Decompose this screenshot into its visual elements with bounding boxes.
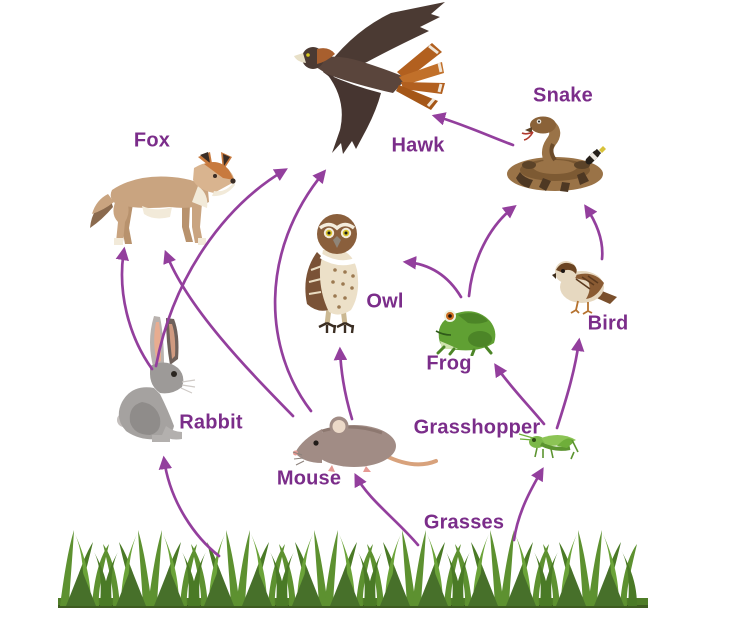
owl-beak	[333, 236, 341, 248]
grasshopper-hind-leg	[557, 438, 574, 448]
label-bird: Bird	[587, 312, 629, 335]
rabbit-head	[150, 362, 184, 394]
fox-illustration	[90, 152, 236, 245]
label-grasshopper: Grasshopper	[413, 416, 541, 439]
fox-belly	[142, 206, 172, 219]
mouse-eye	[313, 440, 319, 446]
rabbit-haunch	[129, 402, 161, 435]
mouse-illustration	[292, 416, 438, 472]
label-fox: Fox	[133, 129, 171, 152]
label-grasses: Grasses	[423, 511, 505, 534]
label-rabbit: Rabbit	[179, 411, 243, 434]
hawk-eye	[306, 53, 310, 57]
grasshopper-eye	[532, 438, 536, 442]
grasshopper-to-frog-arrow	[494, 363, 546, 426]
bird-eye	[561, 269, 565, 273]
bird-beak	[552, 273, 556, 279]
snake-tongue	[521, 131, 534, 141]
snake-illustration	[507, 116, 606, 192]
label-snake: Snake	[533, 84, 593, 107]
hawk-nape	[317, 48, 335, 64]
grasshopper-to-bird-arrow	[555, 337, 585, 430]
mouse-whiskers	[292, 451, 305, 466]
frog-hind-leg	[468, 331, 492, 347]
grasshopper-abdomen	[540, 442, 571, 451]
mouse-to-owl-arrow	[333, 346, 354, 421]
hawk-upper-wing	[323, 2, 445, 78]
fox-eye	[213, 174, 217, 178]
label-hawk: Hawk	[391, 134, 445, 157]
mouse-body	[312, 425, 396, 467]
bird-wing	[570, 273, 604, 299]
hawk-beak	[294, 53, 306, 63]
frog-to-snake-arrow	[467, 204, 517, 298]
grasses-illustration	[58, 530, 648, 608]
bird-legs	[570, 300, 593, 315]
grasshopper-illustration	[518, 433, 579, 460]
frog-to-owl-arrow	[402, 256, 463, 299]
rabbit-eye	[171, 371, 177, 377]
snake-rattle	[585, 146, 606, 165]
hawk-lower-wing	[327, 74, 381, 154]
label-owl: Owl	[366, 290, 404, 313]
snake-head	[530, 116, 556, 134]
owl-talons	[318, 321, 355, 334]
fox-nose	[230, 178, 236, 184]
frog-illustration	[435, 310, 496, 356]
label-frog: Frog	[426, 352, 472, 375]
owl-spots	[331, 268, 355, 309]
hawk-body	[305, 56, 407, 93]
mouse-feet	[328, 465, 371, 472]
mouse-ear	[332, 420, 346, 433]
owl-illustration	[305, 214, 359, 334]
rabbit-whiskers	[180, 379, 196, 394]
bird-illustration	[552, 261, 617, 315]
label-mouse: Mouse	[276, 467, 342, 490]
owl-body	[319, 248, 359, 315]
hawk-illustration	[294, 2, 445, 154]
hawk-tail-fan	[396, 43, 445, 110]
mouse-tail	[382, 453, 438, 467]
bird-to-snake-arrow	[584, 204, 604, 261]
